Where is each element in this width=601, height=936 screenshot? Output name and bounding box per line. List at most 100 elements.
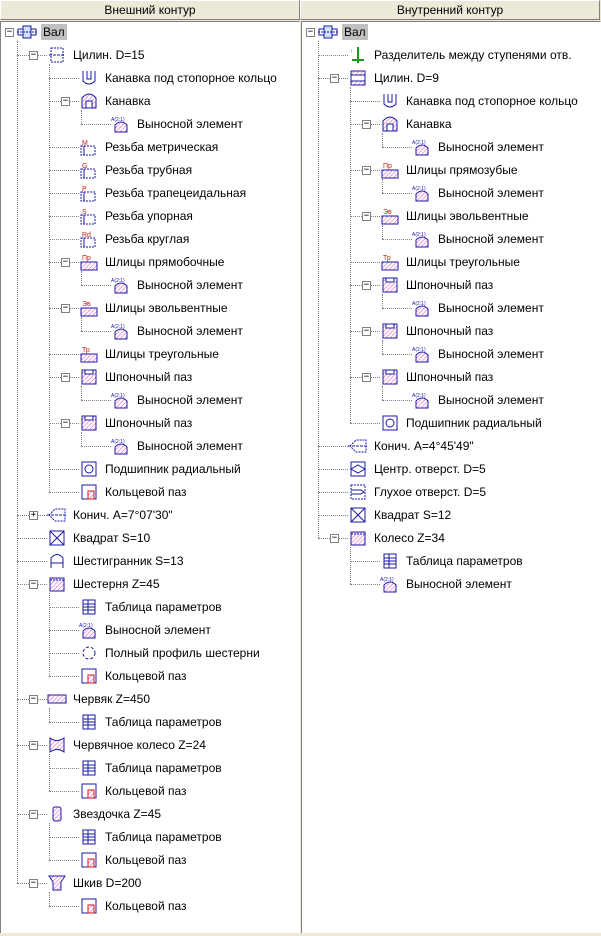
tree-node[interactable]: Таблица параметров: [79, 598, 224, 616]
tree-node[interactable]: Цилин. D=9: [348, 69, 441, 87]
collapse-toggle-icon[interactable]: −: [61, 418, 70, 428]
tree-connector: [81, 271, 82, 285]
inner-contour-tree-panel[interactable]: −Вал↑Разделитель между ступенями отв.−Ци…: [301, 21, 601, 934]
tree-node[interactable]: A(2:1)Выносной элемент: [111, 115, 245, 133]
parameter-table-icon: [79, 828, 99, 846]
tree-node[interactable]: Вал: [17, 23, 67, 41]
expand-toggle-icon[interactable]: +: [29, 510, 38, 520]
tree-node[interactable]: Канавка: [79, 92, 153, 110]
collapse-toggle-icon[interactable]: −: [29, 694, 38, 704]
collapse-toggle-icon[interactable]: −: [29, 809, 38, 819]
tree-node[interactable]: A(2:1)Выносной элемент: [111, 322, 245, 340]
collapse-toggle-icon[interactable]: −: [29, 579, 38, 589]
tree-node[interactable]: A(2:1)Выносной элемент: [412, 138, 546, 156]
collapse-toggle-icon[interactable]: −: [29, 878, 38, 888]
tree-node[interactable]: Таблица параметров: [380, 552, 525, 570]
tree-node[interactable]: Конич. A=7°07'30": [47, 506, 175, 524]
tree-connector: [49, 216, 79, 217]
svg-text:P: P: [82, 186, 87, 193]
tree-node[interactable]: Канавка под стопорное кольцо: [79, 69, 279, 87]
header-inner-contour[interactable]: Внутренний контур: [300, 0, 600, 20]
tree-node-label: Выносной элемент: [137, 439, 243, 453]
collapse-toggle-icon[interactable]: −: [306, 27, 315, 37]
collapse-toggle-icon[interactable]: −: [61, 257, 70, 267]
tree-node[interactable]: Кольцевой паз: [79, 667, 189, 685]
collapse-toggle-icon[interactable]: −: [5, 27, 14, 37]
tree-node[interactable]: Кольцевой паз: [79, 897, 189, 915]
tree-node[interactable]: Квадрат S=12: [348, 506, 453, 524]
tree-node[interactable]: ↑Разделитель между ступенями отв.: [348, 46, 574, 64]
tree-node[interactable]: Кольцевой паз: [79, 483, 189, 501]
tree-node[interactable]: Канавка: [380, 115, 454, 133]
tree-node[interactable]: Вал: [318, 23, 368, 41]
collapse-toggle-icon[interactable]: −: [330, 73, 339, 83]
tree-node[interactable]: A(2:1)Выносной элемент: [412, 345, 546, 363]
tree-node[interactable]: Канавка под стопорное кольцо: [380, 92, 580, 110]
tree-node[interactable]: Шестигранник S=13: [47, 552, 186, 570]
tree-node[interactable]: Кольцевой паз: [79, 851, 189, 869]
tree-node[interactable]: A(2:1)Выносной элемент: [380, 575, 514, 593]
collapse-toggle-icon[interactable]: −: [362, 119, 371, 129]
tree-node[interactable]: Червячное колесо Z=24: [47, 736, 208, 754]
tree-node[interactable]: Шкив D=200: [47, 874, 143, 892]
tree-node[interactable]: A(2:1)Выносной элемент: [111, 276, 245, 294]
tree-node[interactable]: Конич. A=4°45'49": [348, 437, 476, 455]
collapse-toggle-icon[interactable]: −: [61, 303, 70, 313]
tree-node[interactable]: A(2:1)Выносной элемент: [412, 184, 546, 202]
tree-node[interactable]: A(2:1)Выносной элемент: [412, 391, 546, 409]
tree-node[interactable]: A(2:1)Выносной элемент: [111, 391, 245, 409]
tree-node[interactable]: Звездочка Z=45: [47, 805, 163, 823]
collapse-toggle-icon[interactable]: −: [362, 280, 371, 290]
tree-node[interactable]: Подшипник радиальный: [380, 414, 544, 432]
collapse-toggle-icon[interactable]: −: [61, 372, 70, 382]
tree-node[interactable]: Червяк Z=450: [47, 690, 152, 708]
collapse-toggle-icon[interactable]: −: [362, 372, 371, 382]
tree-node-label: Выносной элемент: [137, 278, 243, 292]
tree-node[interactable]: Шпоночный паз: [79, 414, 194, 432]
collapse-toggle-icon[interactable]: −: [29, 740, 38, 750]
tree-node[interactable]: Цилин. D=15: [47, 46, 147, 64]
tree-node-label: Разделитель между ступенями отв.: [374, 48, 572, 62]
tree-node[interactable]: Полный профиль шестерни: [79, 644, 262, 662]
tree-node[interactable]: Шпоночный паз: [380, 322, 495, 340]
collapse-toggle-icon[interactable]: −: [61, 96, 70, 106]
tree-node[interactable]: Глухое отверст. D=5: [348, 483, 488, 501]
tree-node[interactable]: Таблица параметров: [79, 759, 224, 777]
keyway-icon: [380, 276, 400, 294]
collapse-toggle-icon[interactable]: −: [362, 165, 371, 175]
tree-node[interactable]: Квадрат S=10: [47, 529, 152, 547]
tree-node[interactable]: Шестерня Z=45: [47, 575, 162, 593]
header-outer-contour[interactable]: Внешний контур: [0, 0, 300, 20]
detail-view-icon: A(2:1): [412, 299, 432, 317]
svg-text:A(2:1): A(2:1): [412, 232, 426, 238]
tree-node[interactable]: Колесо Z=34: [348, 529, 447, 547]
tree-node[interactable]: Шпоночный паз: [380, 368, 495, 386]
tree-node[interactable]: Подшипник радиальный: [79, 460, 243, 478]
collapse-toggle-icon[interactable]: −: [330, 533, 339, 543]
collapse-toggle-icon[interactable]: −: [362, 326, 371, 336]
tree-node[interactable]: A(2:1)Выносной элемент: [412, 230, 546, 248]
collapse-toggle-icon[interactable]: −: [362, 211, 371, 221]
tree-node[interactable]: Центр. отверст. D=5: [348, 460, 488, 478]
tree-node[interactable]: Кольцевой паз: [79, 782, 189, 800]
tree-node[interactable]: A(2:1)Выносной элемент: [412, 299, 546, 317]
tree-node[interactable]: Шпоночный паз: [79, 368, 194, 386]
collapse-toggle-icon[interactable]: −: [29, 50, 38, 60]
tree-node[interactable]: Таблица параметров: [79, 828, 224, 846]
tree-node[interactable]: Шпоночный паз: [380, 276, 495, 294]
tree-node[interactable]: Таблица параметров: [79, 713, 224, 731]
tree-node[interactable]: A(2:1)Выносной элемент: [111, 437, 245, 455]
tree-node[interactable]: A(2:1)Выносной элемент: [79, 621, 213, 639]
